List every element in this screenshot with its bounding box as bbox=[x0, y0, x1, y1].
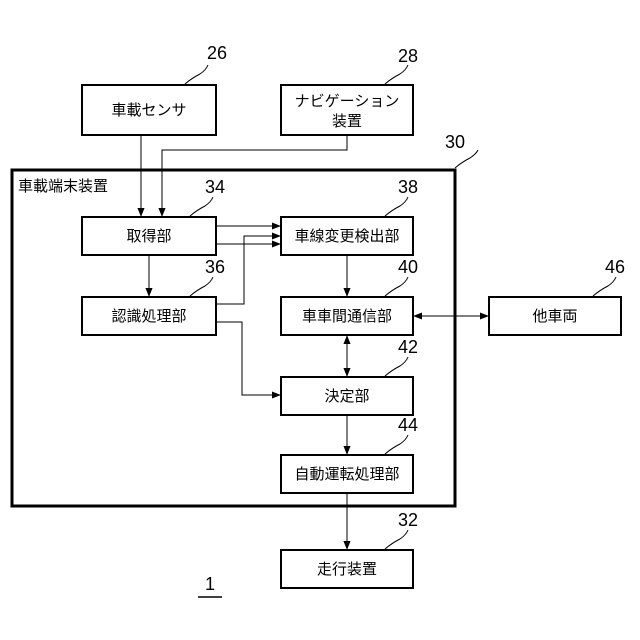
navigation-to-acquisition-arrow bbox=[162, 135, 347, 216]
v2v-communication-block: 車車間通信部 40 bbox=[281, 257, 418, 335]
lane-change-detection-block: 車線変更検出部 38 bbox=[281, 177, 418, 255]
navigation-device-label-line1: ナビゲーション bbox=[295, 92, 400, 110]
v2v-communication-ref: 40 bbox=[398, 257, 418, 277]
other-vehicle-ref: 46 bbox=[605, 257, 625, 277]
other-vehicle-label: 他車両 bbox=[532, 307, 577, 325]
vehicle-sensor-block: 車載センサ 26 bbox=[82, 43, 227, 135]
navigation-device-block: ナビゲーション 装置 28 bbox=[281, 46, 418, 135]
recognition-unit-block: 認識処理部 36 bbox=[82, 257, 225, 335]
recognition-unit-label: 認識処理部 bbox=[111, 307, 186, 325]
navigation-device-label-line2: 装置 bbox=[332, 112, 362, 130]
travel-device-label: 走行装置 bbox=[317, 560, 377, 578]
acquisition-unit-ref: 34 bbox=[205, 177, 225, 197]
travel-device-ref: 32 bbox=[398, 510, 418, 530]
figure-number-text: 1 bbox=[205, 574, 215, 594]
vehicle-sensor-label: 車載センサ bbox=[111, 101, 186, 119]
automated-driving-ref: 44 bbox=[398, 415, 418, 435]
figure-number: 1 bbox=[198, 574, 222, 597]
v2v-communication-label: 車車間通信部 bbox=[302, 307, 392, 325]
determination-unit-block: 決定部 42 bbox=[281, 337, 418, 415]
in-vehicle-terminal-label: 車載端末装置 bbox=[18, 177, 108, 195]
recognition-to-determination-arrow bbox=[216, 322, 280, 395]
lane-change-detection-label: 車線変更検出部 bbox=[294, 227, 399, 245]
vehicle-sensor-ref: 26 bbox=[207, 43, 227, 63]
determination-unit-ref: 42 bbox=[398, 337, 418, 357]
automated-driving-label: 自動運転処理部 bbox=[294, 465, 399, 483]
automated-driving-block: 自動運転処理部 44 bbox=[281, 415, 418, 493]
recognition-unit-ref: 36 bbox=[205, 257, 225, 277]
in-vehicle-terminal-ref: 30 bbox=[445, 132, 465, 152]
lane-change-detection-ref: 38 bbox=[398, 177, 418, 197]
recognition-to-lane-change-arrow bbox=[216, 236, 280, 304]
acquisition-unit-label: 取得部 bbox=[126, 227, 171, 245]
determination-unit-label: 決定部 bbox=[324, 387, 369, 405]
travel-device-block: 走行装置 32 bbox=[281, 510, 418, 588]
other-vehicle-block: 他車両 46 bbox=[489, 257, 625, 335]
navigation-device-ref: 28 bbox=[398, 46, 418, 66]
